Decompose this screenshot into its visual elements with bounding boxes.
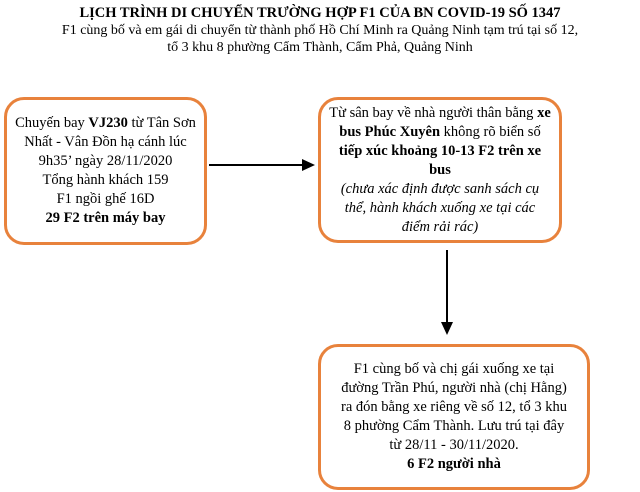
text-segment: xe <box>537 104 551 121</box>
text-segment: ra đón bằng xe riêng về số 12, tổ 3 khu <box>341 399 567 415</box>
text-segment: bus <box>429 161 451 178</box>
text-line: (chưa xác định được sanh sách cụ <box>329 180 551 199</box>
text-line: F1 cùng bố và chị gái xuống xe tại <box>341 360 567 379</box>
text-line: Tổng hành khách 159 <box>15 171 196 190</box>
text-segment: Nhất - Vân Đồn hạ cánh lúc <box>24 134 187 150</box>
text-segment: thể, hành khách xuống xe tại các <box>344 199 536 216</box>
text-line: 6 F2 người nhà <box>341 455 567 474</box>
text-segment: 9h35’ ngày 28/11/2020 <box>38 153 173 169</box>
text-segment: F1 cùng bố và chị gái xuống xe tại <box>353 361 555 377</box>
text-segment: Tổng hành khách 159 <box>42 172 169 188</box>
text-segment: 29 F2 trên máy bay <box>45 210 166 226</box>
arrow-flight-to-bus-icon <box>209 159 315 171</box>
text-segment: điểm rải rác) <box>401 218 479 235</box>
diagram-header: LỊCH TRÌNH DI CHUYỂN TRƯỜNG HỢP F1 CỦA B… <box>0 4 640 56</box>
text-segment: bus Phúc Xuyên <box>339 123 441 140</box>
text-segment: (chưa xác định được sanh sách cụ <box>340 180 540 197</box>
text-line: đường Trần Phú, người nhà (chị Hằng) <box>341 379 567 398</box>
text-segment: từ Tân Sơn <box>127 115 196 131</box>
text-line: Nhất - Vân Đồn hạ cánh lúc <box>15 133 196 152</box>
text-line: điểm rải rác) <box>329 218 551 237</box>
arrow-bus-to-home-icon <box>441 250 453 335</box>
text-segment: VJ230 <box>88 115 128 131</box>
text-line: từ 28/11 - 30/11/2020. <box>341 436 567 455</box>
text-segment: đường Trần Phú, người nhà (chị Hằng) <box>341 380 567 396</box>
text-segment: từ 28/11 - 30/11/2020. <box>389 437 519 453</box>
text-line: bus <box>329 161 551 180</box>
text-line: bus Phúc Xuyên không rõ biển số <box>329 123 551 142</box>
text-line: F1 ngồi ghế 16D <box>15 190 196 209</box>
text-segment: F1 ngồi ghế 16D <box>56 191 155 207</box>
text-segment: Từ sân bay về nhà người thân bằng <box>329 104 538 121</box>
text-line: Chuyến bay VJ230 từ Tân Sơn <box>15 114 196 133</box>
text-segment: tổ 3 khu 8 phường Cẩm Thành, Cẩm Phả, Qu… <box>167 40 473 55</box>
text-line: ra đón bằng xe riêng về số 12, tổ 3 khu <box>341 398 567 417</box>
page-subtitle: F1 cùng bố và em gái di chuyển từ thành … <box>0 22 640 56</box>
page-title: LỊCH TRÌNH DI CHUYỂN TRƯỜNG HỢP F1 CỦA B… <box>79 5 561 21</box>
home-box: F1 cùng bố và chị gái xuống xe tại đường … <box>318 344 590 490</box>
text-line: tổ 3 khu 8 phường Cẩm Thành, Cẩm Phả, Qu… <box>0 39 640 56</box>
text-line: Từ sân bay về nhà người thân bằng xe <box>329 104 551 123</box>
text-line: F1 cùng bố và em gái di chuyển từ thành … <box>0 22 640 39</box>
text-line: 8 phường Cẩm Thành. Lưu trú tại đây <box>341 417 567 436</box>
home-box-text: F1 cùng bố và chị gái xuống xe tại đường … <box>341 360 567 474</box>
text-segment: 8 phường Cẩm Thành. Lưu trú tại đây <box>343 418 565 434</box>
text-segment: không rõ biển số <box>440 123 541 140</box>
text-line: 9h35’ ngày 28/11/2020 <box>15 152 196 171</box>
text-line: thể, hành khách xuống xe tại các <box>329 199 551 218</box>
text-line: tiếp xúc khoảng 10-13 F2 trên xe <box>329 142 551 161</box>
text-segment: F1 cùng bố và em gái di chuyển từ thành … <box>61 23 579 38</box>
text-line: 29 F2 trên máy bay <box>15 209 196 228</box>
text-segment: Chuyến bay <box>15 115 89 131</box>
text-segment: tiếp xúc khoảng 10-13 F2 trên xe <box>338 142 542 159</box>
text-segment: 6 F2 người nhà <box>407 456 501 472</box>
